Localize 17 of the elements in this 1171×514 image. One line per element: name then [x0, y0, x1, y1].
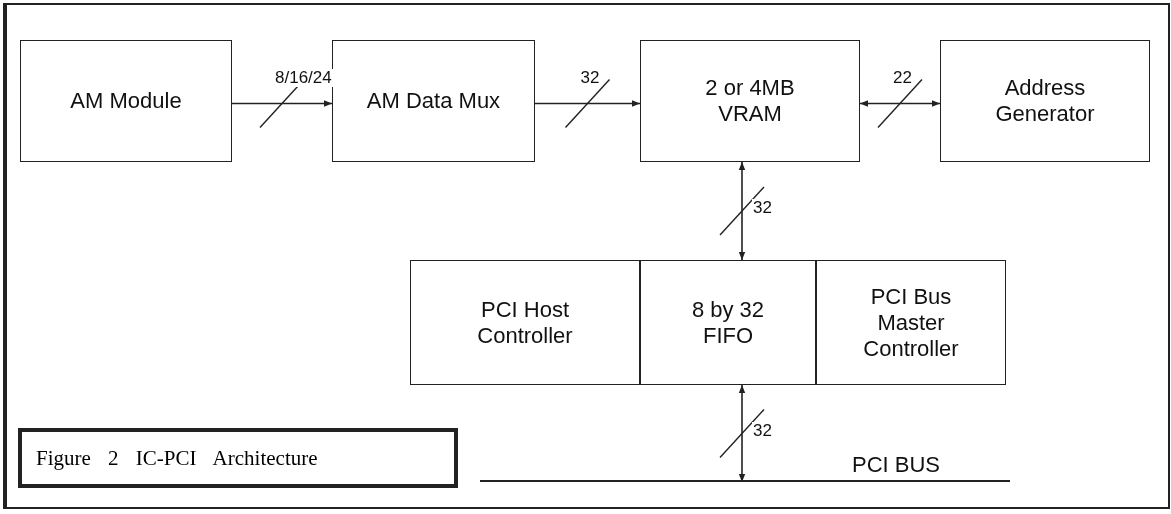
process-box: [940, 40, 1150, 162]
box-label: 8 by 32 FIFO: [690, 296, 766, 349]
box-label: PCI Bus Master Controller: [862, 283, 960, 362]
controller-box: [816, 260, 1006, 385]
memory-box: [640, 40, 860, 162]
box-label: Address Generator: [994, 75, 1096, 127]
box-label: PCI Host Controller: [476, 296, 574, 349]
edge-label: 8/16/24: [274, 69, 333, 88]
figure-caption: Figure 2 IC-PCI Architecture: [36, 445, 318, 471]
box-label: 2 or 4MB VRAM: [704, 75, 796, 127]
box-label: AM Module: [70, 88, 182, 114]
process-box: [20, 40, 232, 162]
fifo-box: [640, 260, 816, 385]
process-box: [332, 40, 535, 162]
bus-label: PCI BUS: [851, 452, 940, 478]
box-label: AM Data Mux: [366, 88, 501, 114]
controller-box: [410, 260, 640, 385]
